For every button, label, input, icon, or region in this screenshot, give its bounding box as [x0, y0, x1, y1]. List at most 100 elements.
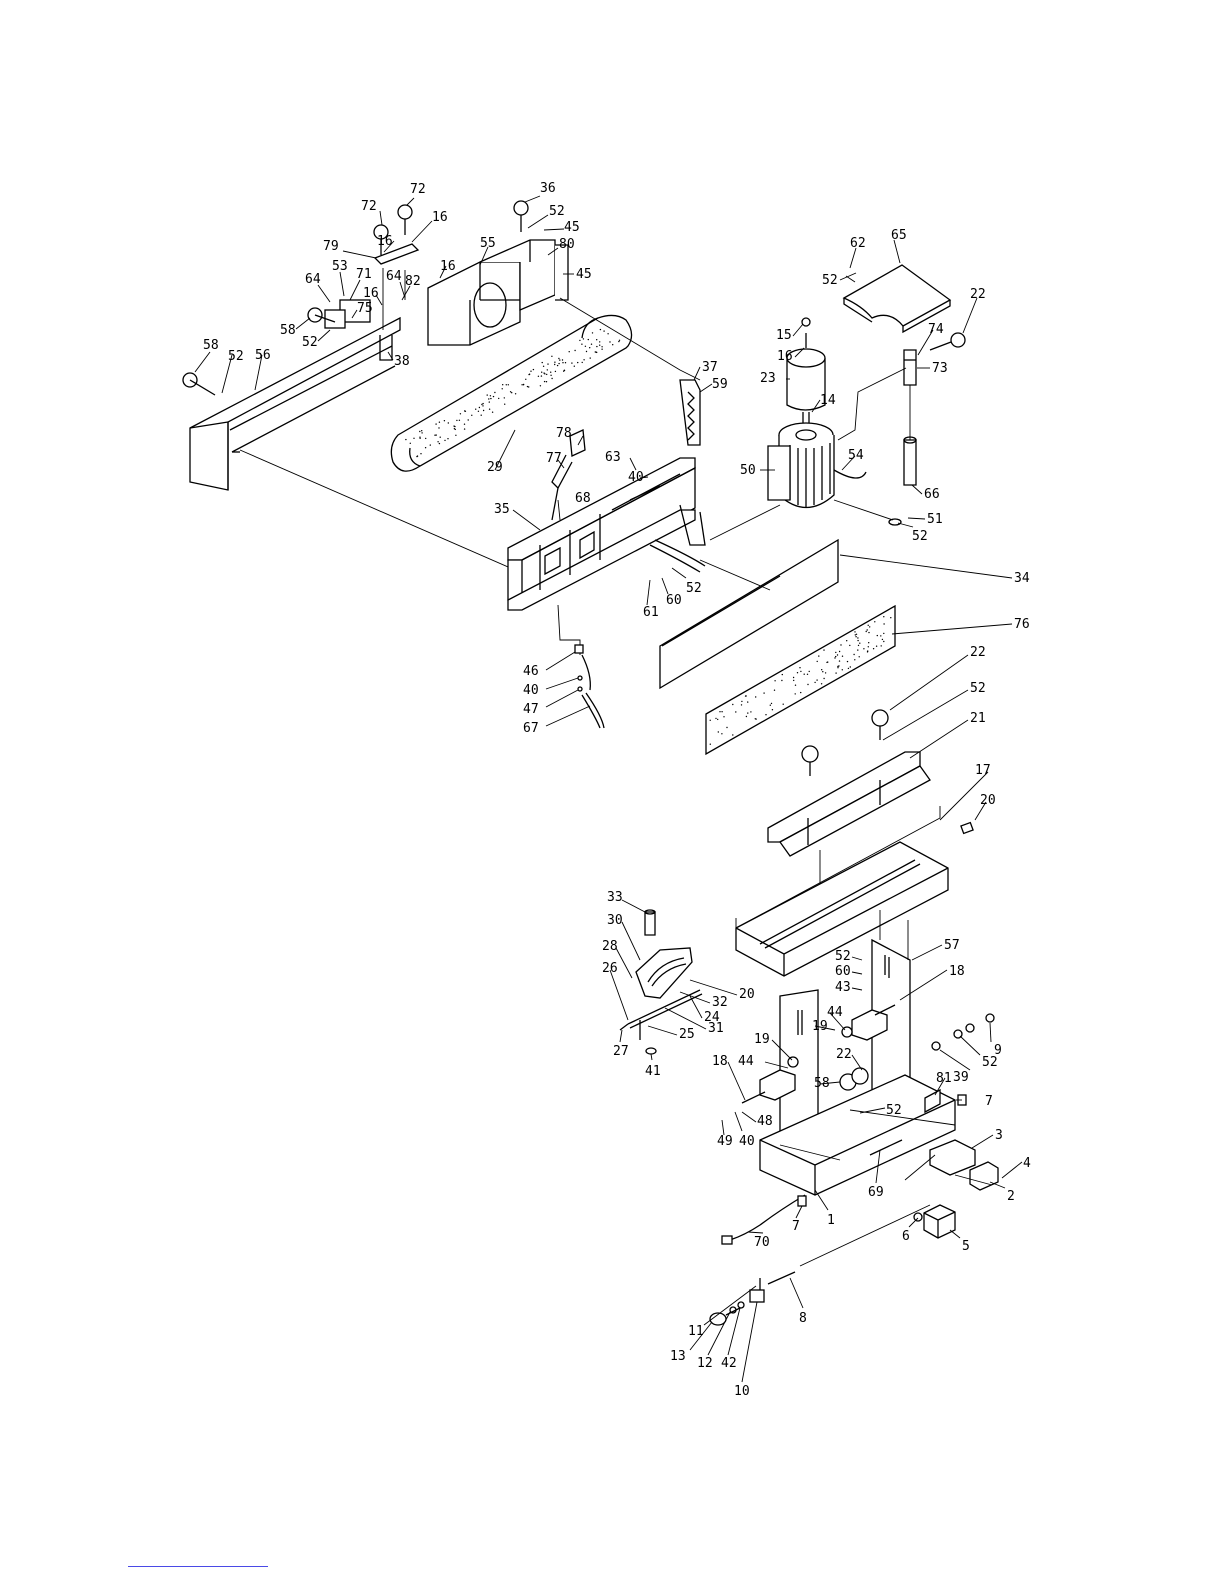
abrasive-speck: [413, 437, 415, 439]
label-18: 18: [712, 1054, 728, 1069]
abrasive-speck: [447, 422, 449, 424]
label-52: 52: [549, 204, 565, 219]
label-79: 79: [323, 239, 339, 254]
abrasive-speck: [505, 384, 507, 386]
label-44: 44: [827, 1005, 843, 1020]
abrasive-speck: [522, 383, 525, 386]
label-19: 19: [754, 1032, 770, 1047]
label-40: 40: [739, 1134, 755, 1149]
label-56: 56: [255, 348, 271, 363]
label-78: 78: [556, 426, 572, 441]
abrasive-speck: [826, 661, 828, 664]
abrasive-speck: [744, 695, 747, 697]
label-10: 10: [734, 1384, 750, 1399]
abrasive-speck: [492, 395, 495, 398]
abrasive-speck: [747, 701, 749, 703]
abrasive-speck: [865, 630, 867, 633]
abrasive-speck: [741, 700, 743, 703]
abrasive-speck: [482, 405, 484, 407]
abrasive-speck: [509, 391, 512, 393]
label-51: 51: [927, 512, 943, 527]
label-21: 21: [970, 711, 986, 726]
label-46: 46: [523, 664, 539, 679]
abrasive-speck: [584, 345, 587, 347]
abrasive-speck: [596, 339, 598, 341]
label-74: 74: [928, 322, 944, 337]
abrasive-speck: [732, 734, 734, 736]
abrasive-speck: [847, 667, 850, 670]
abrasive-speck: [838, 660, 841, 662]
label-62: 62: [850, 236, 866, 251]
abrasive-speck: [834, 657, 836, 659]
abrasive-speck: [868, 631, 870, 634]
label-32: 32: [712, 995, 728, 1010]
abrasive-speck: [781, 679, 783, 682]
abrasive-speck: [491, 411, 494, 413]
abrasive-speck: [419, 437, 421, 439]
label-13: 13: [670, 1349, 686, 1364]
label-38: 38: [394, 354, 410, 369]
abrasive-speck: [541, 371, 543, 373]
footer-underline: [128, 1566, 268, 1567]
abrasive-speck: [618, 339, 621, 341]
abrasive-speck: [868, 642, 870, 644]
label-1: 1: [827, 1213, 835, 1228]
abrasive-speck: [823, 649, 825, 651]
abrasive-speck: [419, 436, 421, 438]
label-36: 36: [540, 181, 556, 196]
abrasive-speck: [883, 640, 885, 643]
abrasive-speck: [883, 623, 885, 625]
label-9: 9: [994, 1043, 1002, 1058]
abrasive-speck: [735, 711, 737, 713]
abrasive-speck: [544, 373, 546, 375]
abrasive-speck: [859, 642, 861, 644]
abrasive-speck: [581, 343, 583, 345]
abrasive-speck: [556, 364, 559, 367]
abrasive-speck: [796, 672, 799, 674]
abrasive-speck: [881, 638, 884, 641]
abrasive-speck: [525, 378, 527, 380]
abrasive-speck: [539, 385, 542, 387]
label-33: 33: [607, 890, 623, 905]
abrasive-speck: [765, 714, 767, 716]
label-23: 23: [760, 371, 776, 386]
abrasive-speck: [488, 398, 490, 400]
abrasive-speck: [543, 380, 546, 383]
label-15: 15: [776, 328, 792, 343]
abrasive-speck: [837, 667, 839, 669]
abrasive-speck: [876, 634, 878, 637]
label-64: 64: [386, 269, 402, 284]
label-22: 22: [836, 1047, 852, 1062]
abrasive-speck: [579, 339, 581, 342]
abrasive-speck: [808, 670, 810, 673]
abrasive-speck: [587, 338, 589, 341]
abrasive-speck: [806, 673, 809, 675]
label-27: 27: [613, 1044, 629, 1059]
label-11: 11: [688, 1324, 704, 1339]
abrasive-speck: [591, 332, 594, 334]
abrasive-speck: [717, 718, 719, 721]
abrasive-speck: [507, 384, 509, 386]
abrasive-speck: [585, 350, 588, 353]
abrasive-speck: [482, 402, 484, 405]
abrasive-speck: [421, 432, 423, 434]
abrasive-speck: [599, 328, 602, 331]
abrasive-speck: [838, 650, 841, 653]
abrasive-speck: [589, 357, 591, 359]
abrasive-speck: [463, 423, 466, 425]
platen-plates: [659, 538, 896, 756]
label-82: 82: [405, 274, 421, 289]
abrasive-speck: [558, 362, 560, 365]
abrasive-speck: [816, 660, 818, 663]
label-52: 52: [982, 1055, 998, 1070]
abrasive-speck: [726, 726, 728, 729]
label-16: 16: [377, 234, 393, 249]
abrasive-speck: [554, 361, 556, 363]
abrasive-speck: [582, 338, 585, 340]
leader-lines: [194, 195, 1023, 1383]
abrasive-speck: [504, 403, 506, 405]
abrasive-speck: [774, 680, 776, 682]
abrasive-speck: [444, 439, 446, 442]
abrasive-speck: [612, 344, 614, 346]
abrasive-speck: [841, 655, 844, 657]
